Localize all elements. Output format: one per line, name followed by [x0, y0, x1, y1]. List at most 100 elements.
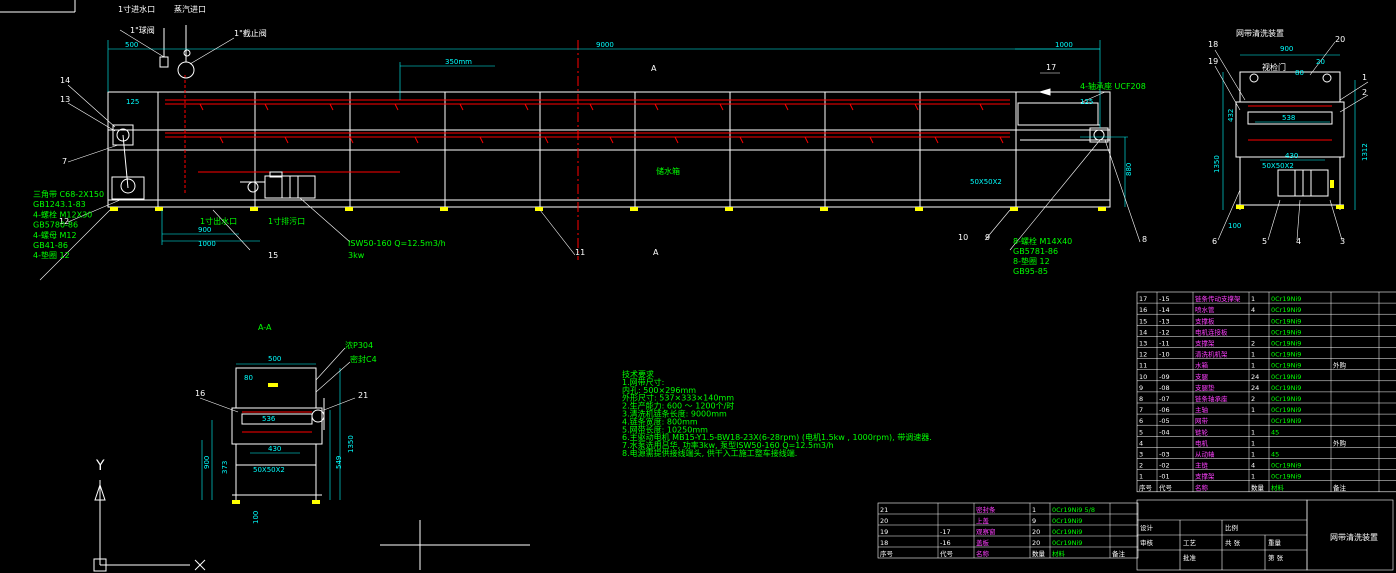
callout-15: 15 — [268, 251, 278, 260]
tech-note-line: 4.链条宽度: 800mm — [622, 416, 698, 426]
tech-note-line: 外形尺寸: 537×333×140mm — [622, 393, 734, 403]
axis-y-label: Y — [95, 458, 105, 474]
left-note-line: 三角带 C68-2X150 — [33, 189, 104, 199]
table-cell: 0Cr19Ni9 5/8 — [1052, 506, 1095, 514]
table-cell: 1 — [1251, 451, 1255, 459]
drain-label: 1寸排污口 — [268, 216, 305, 226]
side-view: 网带清洗装置 视检门 900 80 20 538 430 432 1350 13… — [1208, 28, 1369, 246]
table-cell: 链条轴承座 — [1195, 394, 1228, 403]
title-block-cells: 设计审核工艺批准比例重量共 张第 张 — [1140, 523, 1284, 562]
table-cell: 1 — [1139, 473, 1143, 481]
side-dim-20: 20 — [1316, 58, 1325, 66]
table-cell: 45 — [1271, 428, 1279, 436]
spray-nozzle — [784, 103, 789, 111]
table-cell: 9 — [1139, 384, 1143, 392]
sec-dim-536: 536 — [262, 415, 276, 423]
spray-nozzle — [199, 103, 204, 111]
callout-11: 11 — [575, 248, 585, 257]
table-cell: -08 — [1159, 384, 1170, 392]
side-dim-50x50: 50X50X2 — [1262, 162, 1294, 170]
sec-dim-100: 100 — [252, 511, 260, 524]
dim-9000: 9000 — [596, 41, 614, 49]
left-note-line: 4-螺母 M12 — [33, 230, 77, 240]
foot-pad — [1098, 207, 1106, 211]
callout-8: 8 — [1142, 235, 1147, 244]
sec-dim-373: 373 — [221, 461, 229, 474]
pump-note-2: 3kw — [348, 251, 365, 260]
spray-nozzle — [654, 103, 659, 111]
side-callout: 5 — [1262, 237, 1267, 246]
table-cell: 20 — [880, 517, 888, 525]
spray-nozzle — [849, 103, 854, 111]
table-cell: -03 — [1159, 451, 1170, 459]
spray-nozzle — [739, 136, 744, 144]
left-note-line: 4-垫圈 12 — [33, 250, 70, 260]
callout-7: 7 — [62, 157, 67, 166]
table-cell: 盖板 — [976, 538, 990, 547]
side-callout: 6 — [1212, 237, 1217, 246]
table-cell: 1 — [1032, 506, 1036, 514]
sec-dim-900: 900 — [203, 456, 211, 469]
side-dim-430: 430 — [1285, 152, 1298, 160]
table-cell: 16 — [1139, 306, 1147, 314]
table-cell: -11 — [1159, 340, 1170, 348]
foot-pad — [110, 207, 118, 211]
table-cell: 20 — [1032, 539, 1040, 547]
side-dim-100: 100 — [1228, 222, 1241, 230]
table-cell: 20 — [1032, 528, 1040, 536]
table-cell: -15 — [1159, 295, 1170, 303]
table-border — [877, 502, 1139, 559]
table-cell: 数量 — [1251, 483, 1265, 492]
table-cell: -01 — [1159, 473, 1170, 481]
spray-nozzle — [479, 136, 484, 144]
title-cell: 审核 — [1140, 538, 1154, 547]
table-cell: 代号 — [1159, 483, 1173, 492]
spray-nozzle — [414, 136, 419, 144]
table-cell: 代号 — [940, 549, 954, 558]
tech-note-line: 2.生产能力: 600 ～ 1200个/时 — [622, 401, 734, 411]
table-cell: 0Cr19Ni9 — [1052, 539, 1082, 547]
left-note-line: 4-螺栓 M12X30 — [33, 209, 92, 219]
table-cell: 2 — [1251, 340, 1255, 348]
table-cell: 主轴 — [1195, 405, 1209, 414]
dim-350: 350mm — [445, 58, 472, 66]
foot-pad — [440, 207, 448, 211]
table-cell: -16 — [940, 539, 951, 547]
tech-note-line: 技术要求 — [622, 369, 654, 379]
table-cell: 7 — [1139, 406, 1143, 414]
tech-note-line: 8.电源需提供接线端头, 供干入工施工整车接线端. — [622, 448, 797, 458]
table-cell: 序号 — [1139, 483, 1153, 492]
spray-nozzle — [284, 136, 289, 144]
callout-10: 10 — [958, 233, 968, 242]
tank-label: 储水箱 — [656, 166, 680, 176]
table-cell: 电机 — [1195, 438, 1209, 447]
table-cell: 24 — [1251, 373, 1259, 381]
table-cell: 3 — [1139, 451, 1143, 459]
side-callout: 4 — [1296, 237, 1301, 246]
table-cell: 观察窗 — [976, 527, 996, 536]
side-dim-900: 900 — [1280, 45, 1293, 53]
table-cell: -14 — [1159, 306, 1170, 314]
foot-pad — [630, 207, 638, 211]
sec-callout-21: 21 — [358, 391, 368, 400]
table-cell: 上盖 — [976, 516, 990, 525]
title-cell: 批准 — [1183, 553, 1197, 562]
inlet-label-1: 1寸进水口 — [118, 4, 155, 14]
side-dim-1312: 1312 — [1361, 143, 1369, 161]
side-dim-1350: 1350 — [1213, 155, 1221, 173]
table-cell: -04 — [1159, 428, 1170, 436]
table-cell: 10 — [1139, 373, 1147, 381]
side-dim-538: 538 — [1282, 114, 1295, 122]
spray-nozzle — [979, 103, 984, 111]
table-cell: 0Cr19Ni9 — [1271, 295, 1301, 303]
spray-nozzle — [934, 136, 939, 144]
table-cell: 24 — [1251, 384, 1259, 392]
side-callout: 1 — [1362, 73, 1367, 82]
dim-900: 900 — [198, 226, 211, 234]
table-cell: -12 — [1159, 328, 1170, 336]
title-block — [1136, 499, 1394, 571]
spray-nozzle — [349, 136, 354, 144]
table-cell: -05 — [1159, 417, 1170, 425]
